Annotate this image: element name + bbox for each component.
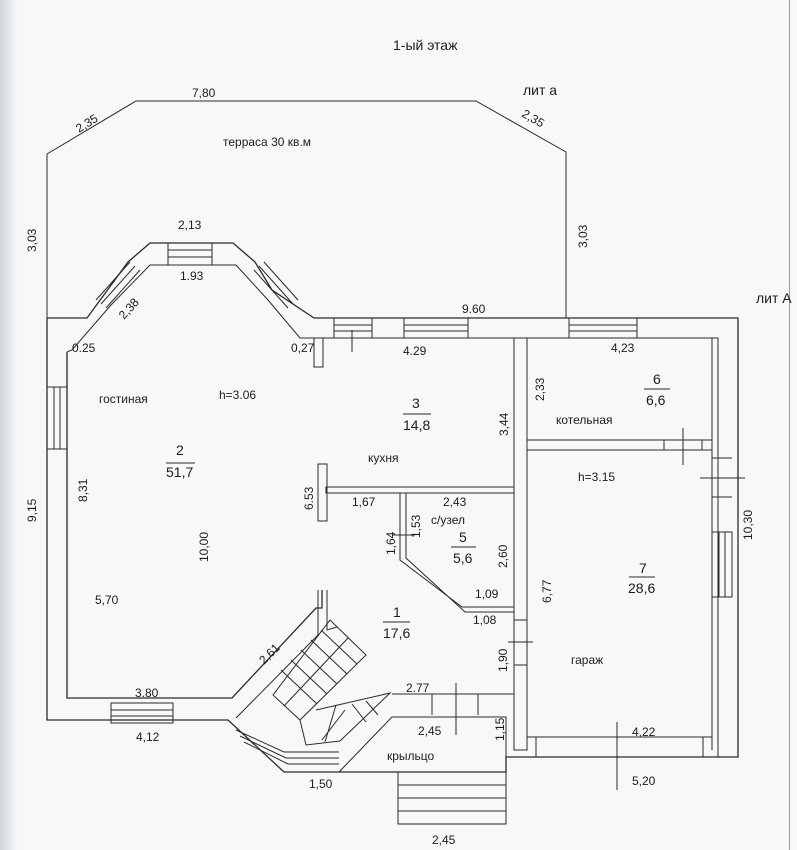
bay-right-stub bbox=[313, 337, 324, 368]
room-6-name: котельная bbox=[556, 413, 612, 427]
terrace-outline bbox=[46, 100, 567, 320]
page-edge bbox=[789, 0, 790, 850]
room-3-number: 3 bbox=[412, 395, 420, 411]
dim-terrace-left: 3,03 bbox=[25, 228, 39, 252]
dim-porch-bottom: 1,50 bbox=[309, 777, 333, 791]
room-2-name: гостиная bbox=[99, 392, 148, 406]
terrace-label: терраса 30 кв.м bbox=[223, 135, 311, 149]
dim-living-inner: 6.53 bbox=[302, 486, 316, 510]
dim-stair-diag: 2,61 bbox=[256, 640, 283, 667]
floor-title: 1-ый этаж bbox=[393, 37, 458, 53]
dim-left-outer: 9,15 bbox=[25, 498, 39, 522]
dim-front-total: 9.60 bbox=[462, 302, 486, 316]
rotated-dimension-labels: 2,35 2,35 3,03 3,03 2,38 9,15 8,31 6.53 … bbox=[25, 106, 755, 741]
dim-kitchen-bottom-left: 1,67 bbox=[352, 495, 376, 509]
left-window bbox=[46, 386, 68, 450]
room-7-number: 7 bbox=[639, 560, 647, 576]
room-6-area: 6,6 bbox=[646, 392, 666, 408]
dim-living-mid: 10,00 bbox=[197, 532, 211, 562]
room-2-height: h=3.06 bbox=[219, 388, 256, 402]
porch-name: крыльцо bbox=[387, 749, 435, 763]
partitions bbox=[317, 337, 745, 790]
dim-bay-right-stub: 0,27 bbox=[291, 341, 315, 355]
dimension-labels: 7,80 2,13 1.93 0.25 0,27 9.60 4.29 4,23 … bbox=[72, 86, 656, 847]
bay-inner bbox=[66, 264, 719, 757]
dim-wc-left-a: 1,53 bbox=[409, 514, 423, 538]
inner-wall bbox=[66, 352, 323, 699]
dim-bay-top-outer: 2,13 bbox=[178, 218, 202, 232]
dim-hall-right: 1,90 bbox=[496, 648, 510, 672]
dim-boiler-top: 4,23 bbox=[611, 341, 635, 355]
dim-wc-top: 2,43 bbox=[443, 495, 467, 509]
dim-bay-diag: 2,38 bbox=[116, 295, 142, 322]
dim-terrace-right: 3,03 bbox=[576, 224, 590, 248]
dim-porch-top: 2.77 bbox=[406, 681, 430, 695]
room-5-name: с/узел bbox=[431, 513, 465, 527]
room-1-number: 1 bbox=[393, 604, 401, 620]
room-6-number: 6 bbox=[653, 371, 661, 387]
room-1-area: 17,6 bbox=[383, 625, 410, 641]
dim-steps-width: 2,45 bbox=[432, 833, 456, 847]
bay-windows bbox=[95, 242, 299, 309]
room-labels: гостиная h=3.06 2 51,7 3 14,8 кухня с/уз… bbox=[99, 371, 670, 763]
room-3-name: кухня bbox=[368, 451, 399, 465]
dim-porch-mid: 2,45 bbox=[418, 724, 442, 738]
dim-garage-left: 6,77 bbox=[540, 579, 554, 603]
dim-hall-top: 1,08 bbox=[473, 613, 497, 627]
dim-living-bottom-inner: 3.80 bbox=[135, 686, 159, 700]
dim-kitchen-top: 4.29 bbox=[403, 344, 427, 358]
room-7-height: h=3.15 bbox=[578, 470, 615, 484]
porch bbox=[235, 716, 507, 825]
dim-porch-side: 1,15 bbox=[493, 717, 507, 741]
dim-terrace-right-diag: 2,35 bbox=[520, 106, 548, 130]
dim-living-bottom-outer: 4,12 bbox=[136, 730, 160, 744]
dim-garage-bottom-inner: 4,22 bbox=[632, 725, 656, 739]
room-5-area: 5,6 bbox=[453, 550, 473, 566]
dim-bay-left-stub: 0.25 bbox=[72, 341, 96, 355]
room-2-number: 2 bbox=[176, 442, 184, 458]
dim-garage-bottom-outer: 5,20 bbox=[632, 774, 656, 788]
dim-wc-bottom: 1,09 bbox=[475, 587, 499, 601]
scan-shadow bbox=[0, 0, 18, 850]
room-5-number: 5 bbox=[459, 529, 467, 545]
dim-terrace-top: 7,80 bbox=[192, 86, 216, 100]
dim-living-low: 5,70 bbox=[95, 593, 119, 607]
room-7-area: 28,6 bbox=[628, 580, 655, 596]
dim-garage-right: 10,30 bbox=[741, 510, 755, 540]
bottom-window bbox=[110, 702, 174, 724]
dim-terrace-left-diag: 2,35 bbox=[73, 111, 101, 135]
dim-boiler-left: 2,33 bbox=[533, 377, 547, 401]
dim-living-left: 8,31 bbox=[76, 478, 90, 502]
room-3-area: 14,8 bbox=[403, 417, 430, 433]
dim-bay-top-inner: 1.93 bbox=[180, 269, 204, 283]
dim-wc-left-b: 1,64 bbox=[384, 531, 398, 555]
room-2-area: 51,7 bbox=[166, 464, 193, 480]
lit-a-small-label: лит а bbox=[523, 82, 557, 98]
lit-a-big-label: лит А bbox=[756, 290, 792, 306]
room-7-name: гараж bbox=[571, 653, 603, 667]
staircase bbox=[235, 590, 392, 746]
front-windows bbox=[333, 317, 638, 352]
dim-wc-right: 2,60 bbox=[496, 544, 510, 568]
dim-kitchen-right: 3,44 bbox=[497, 412, 511, 436]
